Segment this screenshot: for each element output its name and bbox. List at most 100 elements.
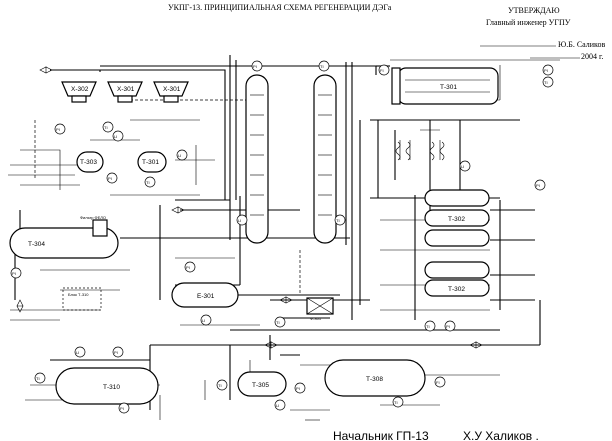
svg-text:LI: LI [276, 403, 279, 408]
instrument-bubble[interactable]: TI [144, 176, 156, 188]
heat-exchanger-t302-lower[interactable]: Т-302 [424, 261, 490, 297]
svg-text:PI: PI [120, 406, 124, 411]
svg-text:TI: TI [36, 376, 40, 381]
svg-text:PI: PI [296, 386, 300, 391]
instrument-bubble[interactable]: FI [378, 64, 390, 76]
instrument-bubble[interactable]: LI [112, 130, 124, 142]
valve-icon [39, 66, 53, 74]
air-cooler-x301a[interactable]: Х-301 [107, 81, 143, 103]
instrument-bubble[interactable]: LI [236, 214, 248, 226]
filter-f301[interactable]: Ф-301 [306, 297, 334, 321]
instrument-bubble[interactable]: PI [184, 261, 196, 273]
x301a-label: Х-301 [117, 86, 135, 93]
instrument-bubble[interactable]: TI [102, 121, 114, 133]
svg-text:PI: PI [12, 271, 16, 276]
air-cooler-x301b[interactable]: Х-301 [153, 81, 189, 103]
instrument-bubble[interactable]: TI [424, 320, 436, 332]
instrument-bubble[interactable]: TI [334, 214, 346, 226]
valve-icon [469, 341, 483, 349]
svg-text:PI: PI [108, 176, 112, 181]
svg-text:PI: PI [186, 265, 190, 270]
vessel-t301-small[interactable]: Т-301 [137, 151, 167, 173]
approver-role: Главный инженер УГПУ [486, 18, 571, 27]
instrument-bubble[interactable]: LI [459, 160, 471, 172]
approver-name: Ю.Б. Саликов [558, 40, 606, 49]
footer-role: Начальник ГП-13 [333, 429, 429, 441]
coil-bank [395, 141, 445, 161]
air-cooler-x302[interactable]: Х-302 [61, 81, 97, 103]
instrument-bubble[interactable]: PI [106, 172, 118, 184]
instrument-bubble[interactable]: PI [294, 382, 306, 394]
instrument-bubble[interactable]: TI [34, 372, 46, 384]
svg-text:TI: TI [104, 125, 108, 130]
vessel-t304[interactable]: Т-304 Фильтр ФЕЛО [9, 215, 119, 259]
svg-text:LI: LI [76, 350, 79, 355]
svg-text:TI: TI [218, 383, 222, 388]
approval-heading: УТВЕРЖДАЮ [508, 6, 560, 15]
heat-exchanger-t301[interactable]: Т-301 [391, 67, 499, 105]
instrument-bubble[interactable]: TI [274, 316, 286, 328]
t303-label: Т-303 [80, 159, 97, 166]
svg-text:PI: PI [114, 350, 118, 355]
x302-label: Х-302 [71, 86, 89, 93]
column-right[interactable] [313, 74, 337, 244]
tank-e301[interactable]: Е-301 [171, 282, 239, 308]
t301-small-label: Т-301 [142, 159, 159, 166]
vessel-t310[interactable]: Т-310 [55, 367, 159, 405]
svg-text:TI: TI [544, 80, 548, 85]
instrument-bubble[interactable]: PI [112, 346, 124, 358]
heat-exchanger-t302-upper[interactable]: Т-302 [424, 189, 490, 247]
svg-text:TI: TI [426, 324, 430, 329]
f301-label: Ф-301 [310, 316, 322, 321]
instrument-bubble[interactable]: LI [274, 399, 286, 411]
valve-icon [279, 296, 293, 304]
svg-text:LI: LI [178, 153, 181, 158]
svg-text:PI: PI [253, 64, 257, 69]
valves [16, 66, 483, 349]
instrument-bubble[interactable]: PI [54, 123, 66, 135]
instrument-bubble[interactable]: TI [318, 60, 330, 72]
footer-name: Х.У Халиков . [463, 429, 539, 441]
column-left[interactable] [245, 74, 269, 244]
instrument-bubble[interactable]: PI [251, 60, 263, 72]
instrument-bubble[interactable]: PI [444, 320, 456, 332]
instrument-bubble[interactable]: PI [542, 64, 554, 76]
block-t310[interactable]: Блок Т-310 [62, 287, 102, 311]
t305-label: Т-305 [252, 382, 269, 389]
approval-year: 2004 г. [581, 52, 603, 61]
e301-label: Е-301 [197, 293, 215, 300]
instrument-bubble[interactable]: LI [200, 314, 212, 326]
svg-text:FI: FI [380, 68, 384, 73]
svg-text:TI: TI [276, 320, 280, 325]
instrument-bubble[interactable]: FI [434, 376, 446, 388]
svg-text:PI: PI [536, 183, 540, 188]
svg-text:PI: PI [446, 324, 450, 329]
scheme-title: УКПГ-13. ПРИНЦИПИАЛЬНАЯ СХЕМА РЕГЕНЕРАЦИ… [168, 3, 392, 12]
instrument-bubble[interactable]: TI [542, 76, 554, 88]
instrument-bubble[interactable]: TI [392, 396, 404, 408]
valve-icon [16, 299, 24, 313]
instrument-bubble[interactable]: PI [118, 402, 130, 414]
svg-text:TI: TI [320, 64, 324, 69]
valve-icon [264, 341, 278, 349]
instrument-bubble[interactable]: TI [216, 379, 228, 391]
svg-text:FI: FI [436, 380, 440, 385]
instrument-bubble[interactable]: LI [74, 346, 86, 358]
auxiliary-piping [8, 59, 560, 421]
instrument-bubble[interactable]: PI [534, 179, 546, 191]
instrument-tags: PI TI LI PI TI LI PI TI FI PI TI LI PI T… [10, 60, 554, 414]
instrument-bubble[interactable]: LI [176, 149, 188, 161]
vessel-t303[interactable]: Т-303 [76, 151, 104, 173]
x301b-label: Х-301 [163, 86, 181, 93]
svg-text:PI: PI [56, 127, 60, 132]
t304-label: Т-304 [28, 241, 45, 248]
vessel-t308[interactable]: Т-308 [324, 359, 426, 397]
svg-text:TI: TI [146, 180, 150, 185]
vessel-t305[interactable]: Т-305 [237, 371, 287, 397]
svg-text:LI: LI [238, 218, 241, 223]
svg-text:TI: TI [336, 218, 340, 223]
instrument-bubble[interactable]: PI [10, 267, 22, 279]
svg-text:LI: LI [202, 318, 205, 323]
t301-top-label: Т-301 [440, 84, 457, 91]
